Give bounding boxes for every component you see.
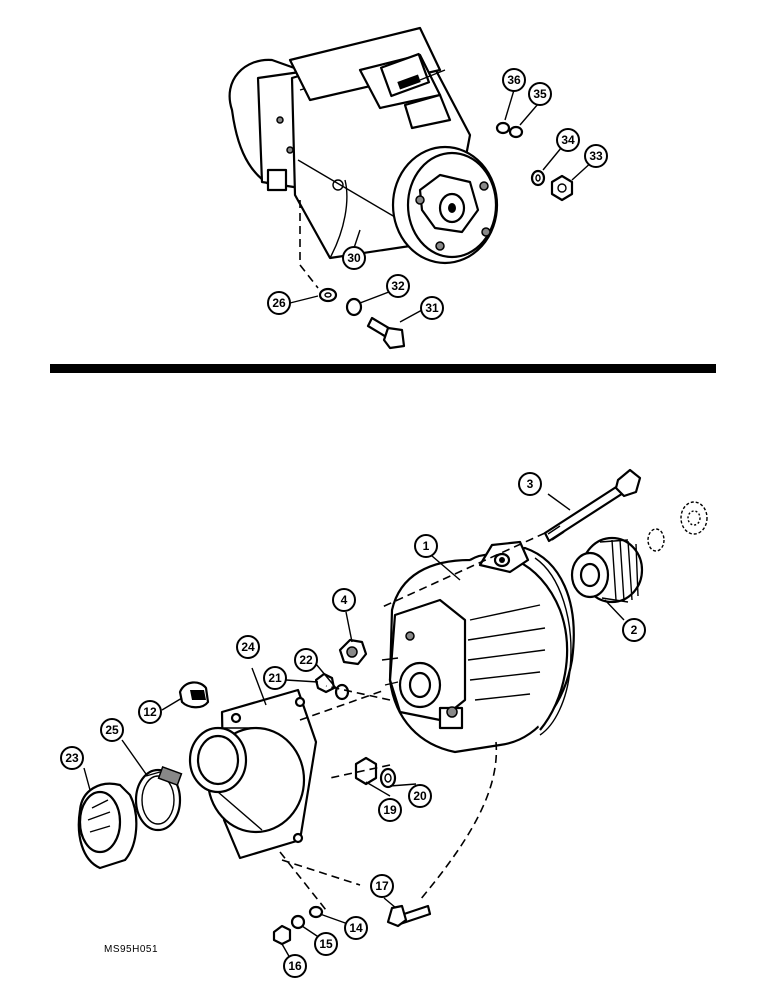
callout-34: 34 (556, 128, 580, 152)
callout-14: 14 (344, 916, 368, 940)
callout-3: 3 (518, 472, 542, 496)
callout-31: 31 (420, 296, 444, 320)
lower-hardware (272, 904, 432, 946)
phantom-spacers (647, 501, 708, 552)
callout-26: 26 (267, 291, 291, 315)
svg-text:35: 35 (533, 87, 547, 101)
callout-15: 15 (314, 932, 338, 956)
svg-text:32: 32 (391, 279, 405, 293)
svg-text:31: 31 (425, 301, 439, 315)
figure-code: MS95H051 (104, 944, 159, 955)
section-divider (50, 364, 716, 373)
callout-25: 25 (100, 718, 124, 742)
alternator-assembly (381, 540, 575, 754)
callout-19: 19 (378, 798, 402, 822)
svg-text:24: 24 (241, 640, 255, 654)
svg-text:14: 14 (349, 921, 363, 935)
callout-17: 17 (370, 874, 394, 898)
mounting-bolt (543, 468, 642, 543)
svg-text:25: 25 (105, 723, 119, 737)
callout-22: 22 (294, 648, 318, 672)
callout-21: 21 (263, 666, 287, 690)
callout-30: 30 (342, 246, 366, 270)
starter-hardware (299, 121, 574, 350)
callout-24: 24 (236, 635, 260, 659)
callout-12: 12 (138, 700, 162, 724)
fan-shroud (188, 688, 318, 860)
svg-text:20: 20 (413, 789, 427, 803)
svg-text:30: 30 (347, 251, 361, 265)
svg-text:3: 3 (527, 477, 534, 491)
svg-text:36: 36 (507, 73, 521, 87)
svg-text:15: 15 (319, 937, 333, 951)
callout-1: 1 (414, 534, 438, 558)
svg-text:2: 2 (631, 623, 638, 637)
svg-text:16: 16 (288, 959, 302, 973)
callout-20: 20 (408, 784, 432, 808)
callout-36: 36 (502, 68, 526, 92)
nut-4 (338, 638, 368, 666)
svg-text:26: 26 (272, 296, 286, 310)
svg-text:1: 1 (423, 539, 430, 553)
hose-clamp (134, 765, 183, 832)
svg-text:22: 22 (299, 653, 313, 667)
plug (178, 681, 210, 709)
callout-33: 33 (584, 144, 608, 168)
end-cap (77, 782, 138, 870)
alternator-leaders (83, 493, 625, 959)
pulley (570, 536, 644, 604)
callout-23: 23 (60, 746, 84, 770)
starter-motor-assembly (228, 26, 499, 265)
callout-35: 35 (528, 82, 552, 106)
svg-text:12: 12 (143, 705, 157, 719)
svg-text:23: 23 (65, 751, 79, 765)
nut-19-washer-20 (354, 756, 397, 789)
svg-text:19: 19 (383, 803, 397, 817)
callout-16: 16 (283, 954, 307, 978)
svg-text:21: 21 (268, 671, 282, 685)
callout-4: 4 (332, 588, 356, 612)
callout-2: 2 (622, 618, 646, 642)
svg-text:33: 33 (589, 149, 603, 163)
callout-32: 32 (386, 274, 410, 298)
svg-text:4: 4 (341, 593, 348, 607)
svg-text:17: 17 (375, 879, 389, 893)
alignment-lines (279, 532, 546, 911)
svg-text:34: 34 (561, 133, 575, 147)
